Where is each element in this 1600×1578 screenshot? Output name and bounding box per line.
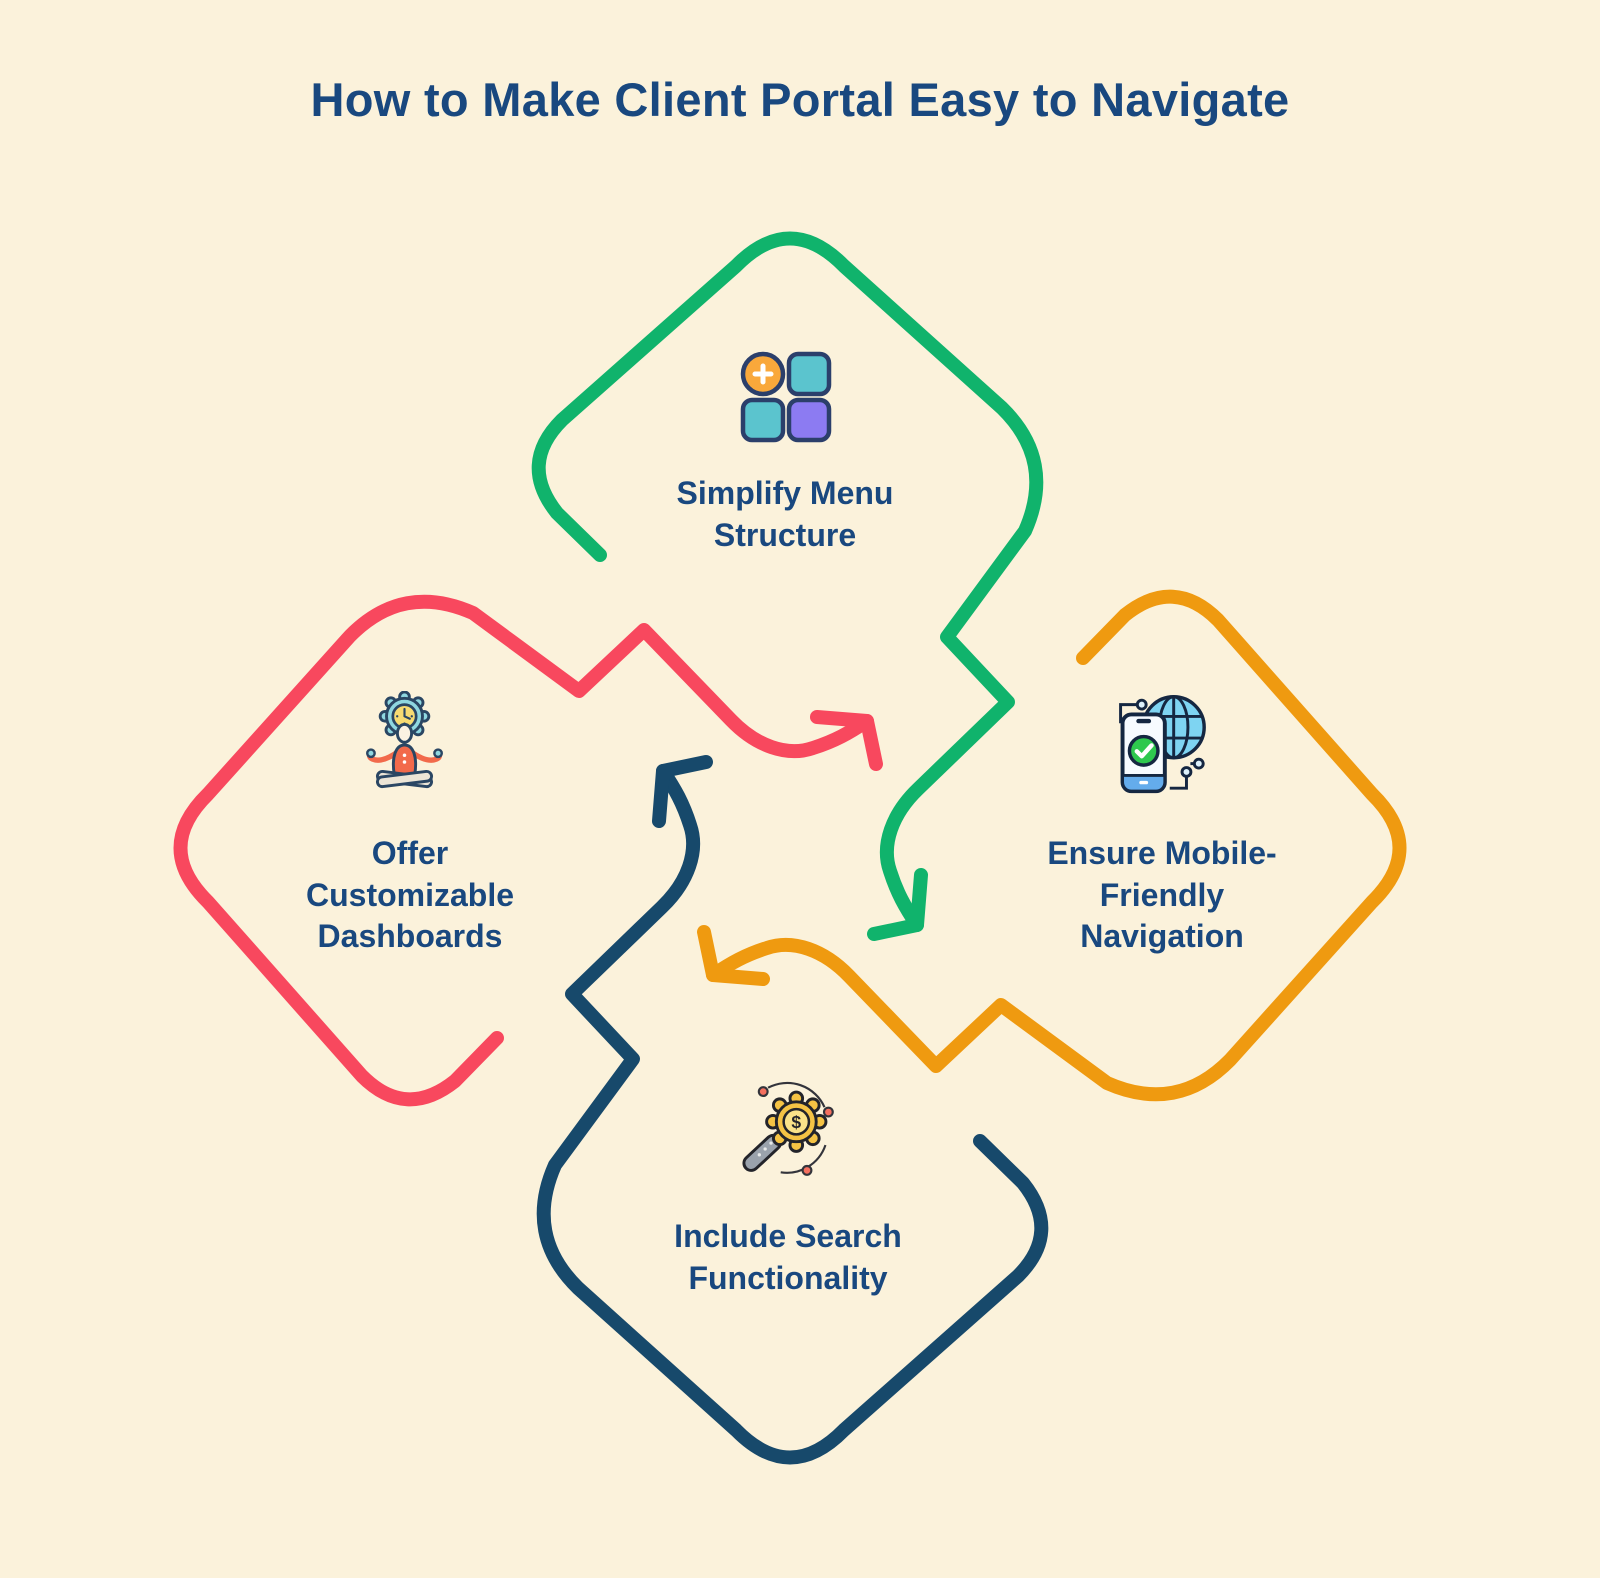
label-search-functionality: Include Search Functionality <box>674 1216 902 1299</box>
label-line: Friendly <box>1099 876 1225 913</box>
page-title: How to Make Client Portal Easy to Naviga… <box>310 73 1290 126</box>
diamond-customizable-dashboards <box>181 602 877 1100</box>
label-line: Offer <box>371 835 449 871</box>
label-line: Structure <box>713 516 857 553</box>
label-line: Navigation <box>1080 918 1244 955</box>
label-mobile-friendly: Ensure Mobile- Friendly Navigation <box>1047 833 1276 958</box>
label-line: Ensure Mobile- <box>1047 835 1277 871</box>
label-line: Include Search <box>674 1218 902 1254</box>
label-simplify-menu: Simplify Menu Structure <box>677 473 894 556</box>
svg-text:$: $ <box>791 1112 801 1132</box>
label-line: Simplify Menu <box>676 475 894 511</box>
label-line: Functionality <box>688 1259 888 1296</box>
mobile-globe-icon <box>1119 695 1206 794</box>
label-line: Dashboards <box>317 918 503 955</box>
diamond-simplify-menu <box>539 239 1037 935</box>
label-customizable-dashboards: Offer Customizable Dashboards <box>306 833 514 958</box>
search-gear-icon: $ <box>742 1081 834 1176</box>
meditation-gear-icon <box>366 691 443 789</box>
app-grid-icon <box>740 351 832 443</box>
label-line: Customizable <box>305 876 515 913</box>
